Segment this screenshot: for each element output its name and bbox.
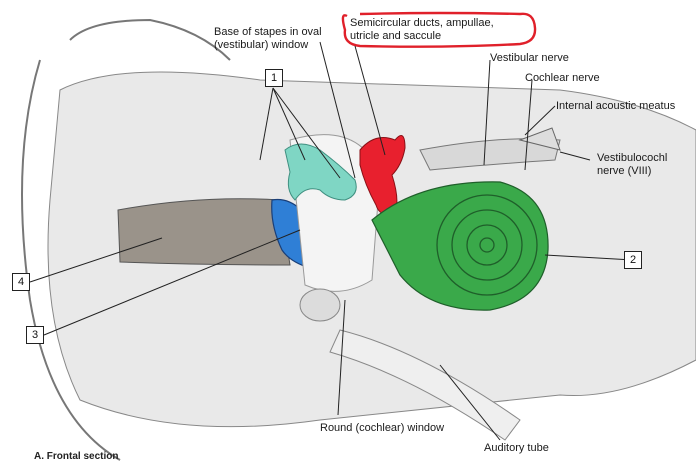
number-box-1: 1 (265, 69, 283, 87)
number-box-4: 4 (12, 273, 30, 291)
label-stapes-base: Base of stapes in oval (vestibular) wind… (214, 26, 322, 52)
label-vestibulocochlear-line2: nerve (VIII) (597, 165, 667, 178)
number-box-2: 2 (624, 251, 642, 269)
number-box-3: 3 (26, 326, 44, 344)
figure-caption: A. Frontal section (34, 451, 118, 462)
label-stapes-base-line1: Base of stapes in oval (214, 26, 322, 39)
label-cochlear-nerve: Cochlear nerve (525, 72, 600, 85)
round-window-region (300, 289, 340, 321)
label-auditory-tube: Auditory tube (484, 442, 549, 455)
label-semicircular-line1: Semicircular ducts, ampullae, (350, 17, 494, 30)
label-vestibulocochlear-line1: Vestibulocochl (597, 152, 667, 165)
label-semicircular: Semicircular ducts, ampullae, utricle an… (350, 17, 494, 43)
label-semicircular-line2: utricle and saccule (350, 30, 494, 43)
label-vestibular-nerve: Vestibular nerve (490, 52, 569, 65)
label-vestibulocochlear-nerve: Vestibulocochl nerve (VIII) (597, 152, 667, 178)
label-internal-acoustic-meatus: Internal acoustic meatus (556, 100, 675, 113)
label-stapes-base-line2: (vestibular) window (214, 39, 322, 52)
external-acoustic-meatus (118, 199, 290, 265)
label-round-window: Round (cochlear) window (320, 422, 444, 435)
